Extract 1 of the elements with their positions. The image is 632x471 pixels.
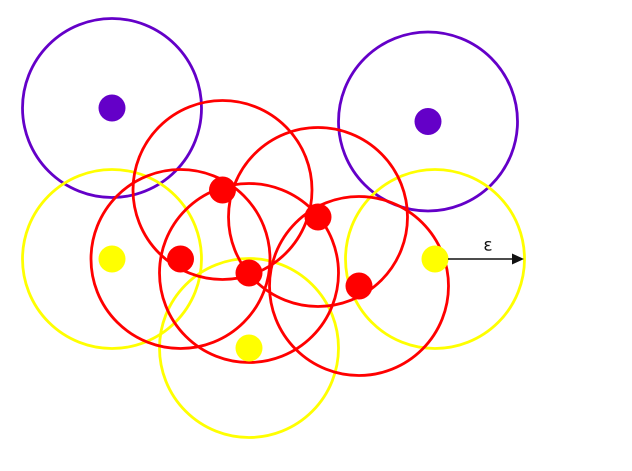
epsilon-label: ε <box>483 238 493 254</box>
